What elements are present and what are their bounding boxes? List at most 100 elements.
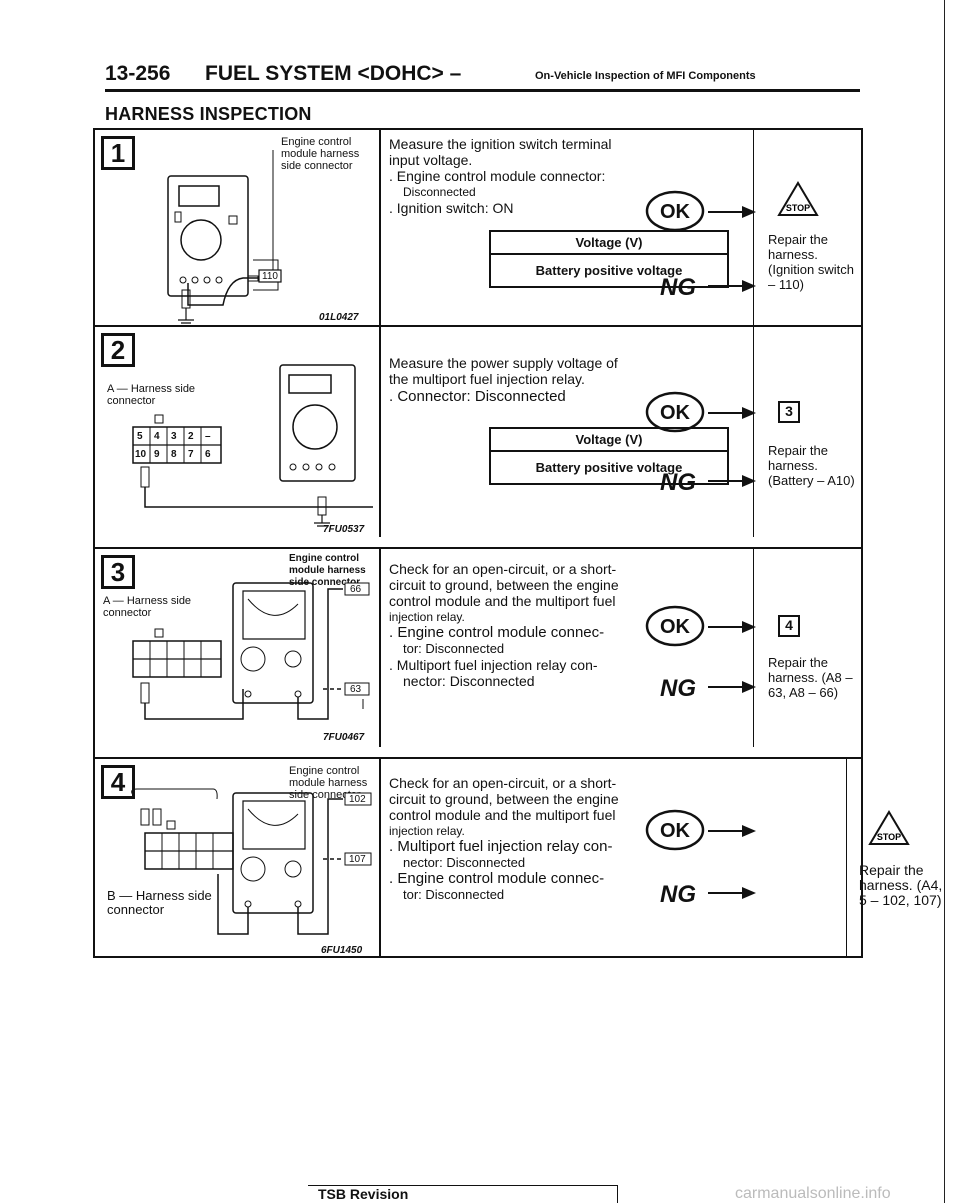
ok-icon: OK (645, 190, 705, 232)
ng-result-text: Repair the harness. (A4, 5 – 102, 107) (859, 862, 943, 908)
pin-label: 5 (137, 431, 143, 442)
footer-label: TSB Revision (318, 1186, 409, 1202)
pin-label: 2 (188, 431, 194, 442)
ng-label: NG (660, 675, 696, 702)
pin-label: 3 (171, 431, 177, 442)
stop-icon: STOP (777, 181, 819, 216)
ok-label: OK (660, 616, 691, 638)
instruction-line: control module and the multiport fuel (389, 593, 616, 609)
arrow-right-icon (708, 407, 756, 419)
diagram-label: Engine control module harness side conne… (289, 765, 368, 801)
footer-box (308, 1185, 618, 1203)
connector-tag: A (107, 383, 114, 395)
diagram-label-2: B — Harness side connector (107, 888, 212, 917)
watermark: carmanualsonline.info (735, 1185, 891, 1202)
diagram-label-2: A — Harness side connector (103, 595, 192, 619)
ng-result-text: Repair the harness. (A8 – 63, A8 – 66) (768, 655, 853, 700)
voltage-table: Voltage (V) Battery positive voltage (489, 427, 729, 485)
pin-label-a: 102 (349, 794, 366, 805)
bullet-text: Connector: Disconnected (397, 388, 566, 405)
next-step-box: 3 (778, 401, 800, 423)
bullet-line: . Engine control module connec- (389, 870, 605, 887)
pin-label: 7 (188, 449, 194, 460)
ok-label: OK (660, 402, 691, 424)
multimeter-icon (167, 150, 282, 324)
arrow-right-icon (708, 621, 756, 633)
connector-pin-label: 110 (262, 271, 278, 282)
connector-tag: A (103, 595, 110, 607)
stop-label: STOP (786, 203, 810, 213)
instruction-line: Check for an open-circuit, or a short- (389, 775, 617, 791)
pin-label: 9 (154, 449, 160, 460)
instruction-line: circuit to ground, between the engine (389, 577, 619, 593)
voltage-table-value: Battery positive voltage (535, 263, 683, 278)
bullet-text: Engine control module connector: (396, 168, 606, 184)
pin-label: – (205, 431, 211, 442)
stop-icon: STOP (868, 810, 910, 845)
ok-label: OK (660, 201, 691, 223)
arrow-right-icon (708, 681, 756, 693)
step-1-diagram: 1 Engine control module harness side con… (93, 130, 381, 325)
bullet-line: . Ignition switch: ON (389, 200, 514, 216)
ng-label: NG (660, 469, 696, 496)
bullet-text: Engine control module connec- (397, 870, 605, 887)
ng-result-text: Repair the harness. (Battery – A10) (768, 443, 855, 488)
ok-label: OK (660, 820, 691, 842)
ng-icon: NG (660, 274, 696, 301)
ng-label: NG (660, 881, 696, 908)
pin-label-a: 66 (350, 584, 362, 595)
step-number: 4 (101, 765, 135, 799)
step-4-diagram: 4 Engine control module harness side con… (93, 759, 381, 958)
pin-label: 4 (154, 431, 160, 442)
diagram-label: A — Harness side connector (107, 383, 196, 407)
connector-and-multimeter-icon (131, 788, 372, 935)
instruction-line: the multiport fuel injection relay. (389, 371, 585, 387)
steps-frame (93, 128, 863, 958)
ng-icon: NG (660, 469, 696, 496)
bullet-line: . Multiport fuel injection relay con- (389, 657, 598, 673)
step-3-results: 4 Repair the harness. (A8 – 63, A8 – 66) (753, 549, 863, 747)
bullet-subline: tor: Disconnected (403, 887, 505, 902)
arrow-right-icon (708, 475, 756, 487)
figure-code: 01L0427 (319, 312, 359, 323)
connector-and-multimeter-icon (132, 582, 370, 720)
instruction-line: control module and the multiport fuel (389, 807, 616, 823)
page-header: 13-256 FUEL SYSTEM <DOHC> – On-Vehicle I… (105, 62, 860, 92)
ok-icon: OK (645, 605, 705, 647)
arrow-right-icon (708, 825, 756, 837)
step-2-instructions: Measure the power supply voltage of the … (389, 355, 759, 405)
bullet-line: . Engine control module connector: (389, 168, 606, 184)
diagram-label-text: Harness side connector (103, 595, 192, 619)
pin-label: 10 (135, 449, 147, 460)
voltage-table-header: Voltage (V) (491, 429, 727, 452)
bullet-subline: nector: Disconnected (403, 855, 526, 870)
step-2-results: 3 Repair the harness. (Battery – A10) (753, 327, 863, 537)
bullet-subline: tor: Disconnected (403, 641, 505, 656)
voltage-table-header: Voltage (V) (491, 232, 727, 255)
arrow-right-icon (708, 887, 756, 899)
figure-code: 7FU0467 (323, 732, 365, 743)
instruction-line: injection relay. (389, 824, 465, 838)
ng-result-text: Repair the harness. (Ignition switch – 1… (768, 232, 854, 292)
arrow-right-icon (708, 280, 756, 292)
step-1-instructions: Measure the ignition switch terminal inp… (389, 136, 759, 216)
step-number: 2 (101, 333, 135, 367)
instruction-line: circuit to ground, between the engine (389, 791, 619, 807)
ng-icon: NG (660, 881, 696, 908)
page-edge-line (944, 0, 945, 1203)
connector-tag: B (107, 888, 116, 903)
next-step-box: 4 (778, 615, 800, 637)
voltage-table: Voltage (V) Battery positive voltage (489, 230, 729, 288)
section-subtitle: On-Vehicle Inspection of MFI Components (535, 70, 756, 82)
voltage-table-value: Battery positive voltage (535, 460, 683, 475)
diagram-label: Engine control module harness side conne… (281, 136, 360, 172)
step-3-instructions: Check for an open-circuit, or a short- c… (389, 561, 759, 689)
step-1: 1 Engine control module harness side con… (93, 128, 863, 325)
bullet-line: . Connector: Disconnected (389, 388, 566, 405)
ng-label: NG (660, 274, 696, 301)
step-2-diagram: 2 A — Harness side connector 5 4 3 2 – 1… (93, 327, 381, 537)
instruction-line: Measure the ignition switch terminal (389, 136, 612, 152)
diagram-label-text: Harness side connector (107, 383, 196, 407)
figure-code: 6FU1450 (321, 945, 363, 956)
bullet-subline: Disconnected (403, 185, 476, 199)
